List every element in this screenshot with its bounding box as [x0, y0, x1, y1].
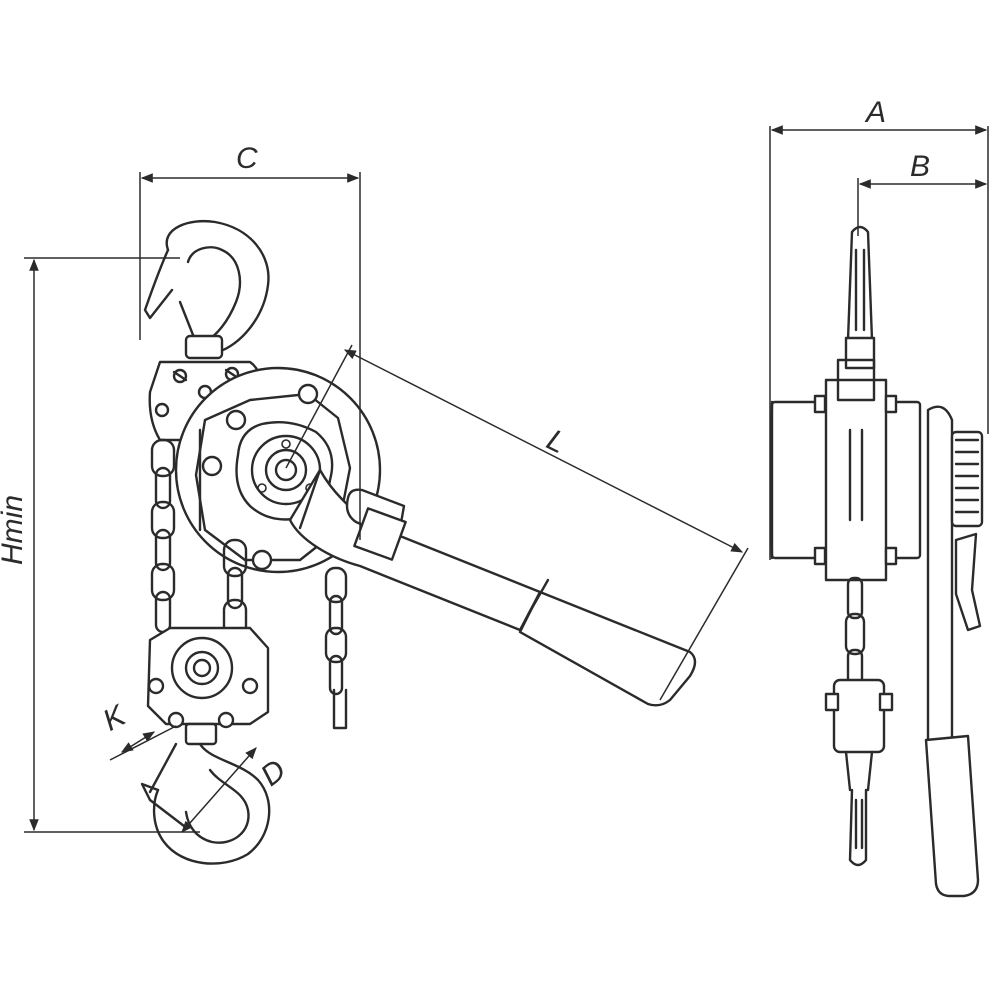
dimension-label-a: A — [864, 96, 886, 129]
side-top-hook — [844, 225, 876, 370]
bottom-hook — [140, 742, 271, 865]
dimension-label-k: K — [98, 698, 133, 737]
bottom-block — [146, 626, 270, 746]
dimension-label-c: C — [236, 142, 258, 175]
dimension-label-hmin: Hmin — [0, 495, 29, 565]
dimension-lines — [24, 125, 989, 833]
side-view — [769, 225, 984, 898]
top-hook — [143, 219, 270, 360]
lever-handle — [288, 468, 697, 707]
slack-chain — [324, 566, 348, 730]
side-chain — [844, 576, 866, 692]
dimension-label-d: D — [255, 753, 292, 792]
dimension-label-b: B — [910, 150, 930, 183]
load-chain-left — [150, 438, 176, 634]
dimension-label-l: L — [542, 423, 571, 460]
side-housing — [769, 358, 922, 582]
front-view — [140, 219, 697, 865]
side-bottom-block — [824, 678, 894, 867]
side-lever — [924, 405, 984, 898]
